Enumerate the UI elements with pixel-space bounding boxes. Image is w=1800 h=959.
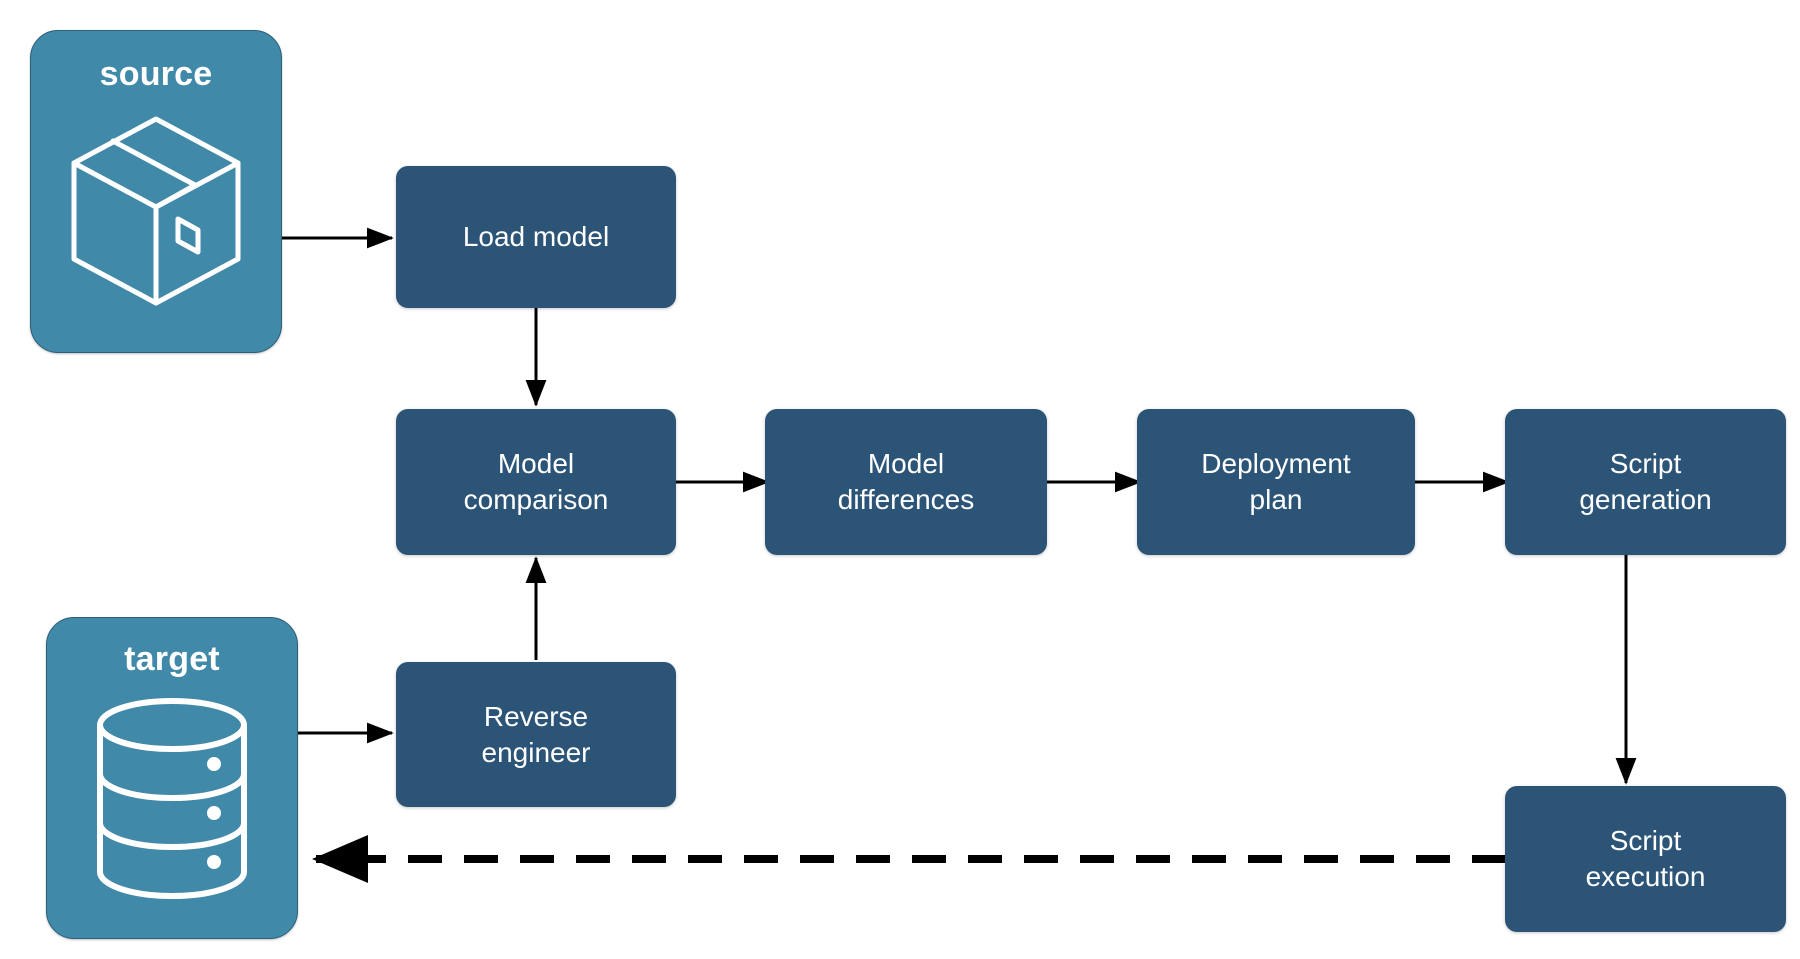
node-script-execution-label: Script execution [1585,825,1706,892]
endpoint-target[interactable]: target [46,617,298,939]
package-box-icon [31,91,281,330]
node-model-differences-label: Model differences [837,448,975,515]
node-script-generation-label: Script generation [1579,448,1712,515]
endpoint-source-label: source [99,55,213,93]
node-deployment-plan[interactable]: Deployment plan [1137,409,1415,555]
database-cylinder-icon [47,676,297,920]
node-script-generation[interactable]: Script generation [1505,409,1786,555]
node-model-differences[interactable]: Model differences [765,409,1047,555]
node-reverse-engineer-label: Reverse engineer [481,700,591,768]
endpoint-target-label: target [124,640,220,678]
node-model-comparison[interactable]: Model comparison [396,409,676,555]
node-reverse-engineer[interactable]: Reverse engineer [396,662,676,807]
endpoint-source[interactable]: source [30,30,282,353]
node-load-model[interactable]: Load model [396,166,676,308]
node-deployment-plan-label: Deployment plan [1201,448,1351,515]
node-model-comparison-label: Model comparison [463,448,609,515]
node-script-execution[interactable]: Script execution [1505,786,1786,932]
node-load-model-label: Load model [462,221,610,253]
